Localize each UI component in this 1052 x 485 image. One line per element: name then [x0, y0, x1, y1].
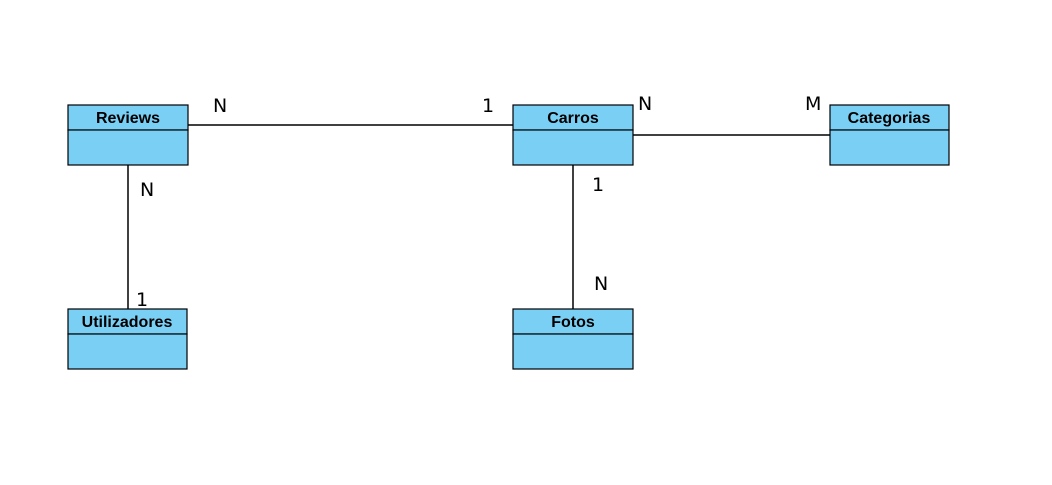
entity-reviews-header — [67, 104, 189, 131]
entity-reviews[interactable]: Reviews — [67, 104, 189, 166]
cardinality-carros-fotos-fotos-side: N — [594, 273, 608, 295]
entity-fotos-body — [512, 333, 634, 370]
entity-categorias-body — [829, 129, 950, 166]
entity-categorias-title: Categorias — [848, 110, 931, 127]
cardinality-carros-categorias-carros-side: N — [638, 93, 652, 115]
entity-reviews-title: Reviews — [96, 110, 160, 127]
entity-fotos[interactable]: Fotos — [512, 308, 634, 370]
cardinality-reviews-utilizadores-reviews-side: N — [140, 179, 154, 201]
cardinality-carros-categorias-categorias-side: M — [805, 93, 821, 115]
cardinality-reviews-carros-carros-side: 1 — [482, 95, 494, 117]
entity-utilizadores[interactable]: Utilizadores — [67, 308, 188, 370]
entity-carros[interactable]: Carros — [512, 104, 634, 166]
entity-utilizadores-body — [67, 333, 188, 370]
entity-categorias[interactable]: Categorias — [829, 104, 950, 166]
entity-fotos-title: Fotos — [551, 314, 595, 331]
entity-utilizadores-title: Utilizadores — [82, 314, 173, 331]
entity-utilizadores-header — [67, 308, 188, 335]
entity-reviews-body — [67, 129, 189, 166]
entity-fotos-header — [512, 308, 634, 335]
entity-carros-title: Carros — [547, 110, 599, 127]
cardinality-reviews-carros-reviews-side: N — [213, 95, 227, 117]
entity-categorias-header — [829, 104, 950, 131]
cardinality-carros-fotos-carros-side: 1 — [592, 174, 604, 196]
cardinality-reviews-utilizadores-utilizadores-side: 1 — [136, 289, 148, 311]
entity-carros-body — [512, 129, 634, 166]
